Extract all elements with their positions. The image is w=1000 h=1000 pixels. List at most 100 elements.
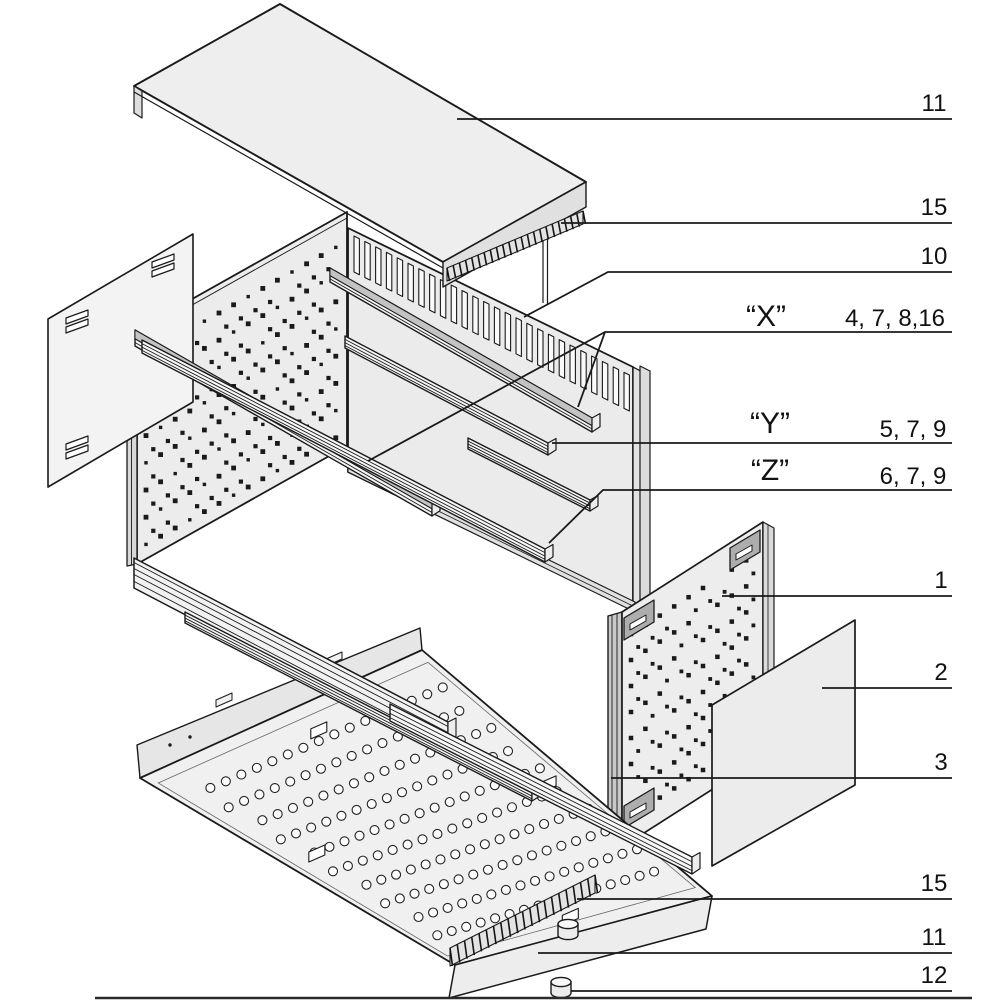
callout-side-panel-perforated: 1 — [722, 567, 952, 597]
perforation-hole — [700, 741, 706, 747]
perforation-hole — [628, 709, 634, 715]
panel-slot-pair — [65, 435, 89, 460]
leader-line — [523, 271, 952, 318]
perforation-hole — [245, 348, 251, 354]
edge-line — [133, 91, 444, 269]
perforation-hole — [158, 507, 163, 511]
rail-highlighted — [329, 267, 601, 433]
rivet-hole — [168, 743, 172, 747]
perforation-hole — [318, 389, 324, 394]
perforation-hole — [143, 487, 149, 493]
perforation-hole — [751, 623, 756, 628]
callout-label: 1 — [934, 567, 947, 594]
edge-line — [133, 562, 449, 727]
tray-perforation — [287, 802, 298, 813]
edge-line — [485, 929, 490, 948]
edge-line — [477, 254, 482, 269]
edge-line — [329, 278, 593, 430]
perforation-hole — [187, 408, 193, 414]
perforation-hole — [260, 286, 266, 291]
perforation-hole — [693, 660, 698, 665]
perforation-hole — [650, 661, 655, 666]
tray-perforation — [409, 753, 421, 764]
callout-label: 6, 7, 9 — [880, 463, 947, 490]
edge-line — [526, 234, 531, 248]
vent-slot — [450, 284, 458, 325]
perforation-hole — [297, 310, 302, 315]
tray-perforation — [479, 839, 490, 850]
perforation-hole — [715, 654, 720, 660]
tray-perforation — [553, 813, 564, 824]
tray-perforation — [462, 818, 473, 829]
tray-perforation — [409, 888, 420, 899]
tray-perforation — [414, 808, 425, 819]
perforation-hole — [224, 324, 229, 329]
tray-perforation — [333, 784, 344, 795]
tray-perforation — [515, 880, 526, 891]
perforation-hole — [282, 346, 287, 351]
perforation-hole — [246, 376, 250, 380]
tray-perforation — [405, 864, 416, 875]
perforation-hole — [180, 430, 185, 435]
callout-horizontal-rails-z: 6, 7, 9“Z” — [548, 454, 952, 544]
perforation-hole — [304, 370, 309, 375]
perforation-hole — [657, 639, 663, 644]
perforation-hole — [289, 324, 295, 329]
rail-profile — [389, 703, 701, 875]
tray-perforation — [369, 825, 380, 836]
perforation-hole — [643, 674, 648, 680]
edge-line — [141, 350, 546, 560]
edge-line — [586, 878, 592, 897]
perforation-hole — [679, 773, 684, 778]
edge-line — [543, 900, 548, 919]
panel-slot — [65, 444, 89, 460]
perforation-hole — [679, 747, 684, 752]
perforation-hole — [297, 392, 302, 397]
callout-emc-gasket-top: 15 — [561, 194, 952, 224]
perforation-hole — [231, 411, 236, 416]
tray-perforation — [361, 879, 372, 890]
callout-label: “Y” — [750, 407, 790, 440]
tray-perforation — [413, 911, 424, 923]
tray-perforation — [348, 778, 360, 789]
callout-top-cover: 11 — [457, 90, 952, 120]
edge-line — [565, 889, 570, 908]
edge-line — [458, 262, 463, 276]
tray-perforation — [315, 763, 327, 774]
perforation-hole — [151, 501, 156, 506]
edge-line — [446, 267, 451, 282]
loose-rails — [133, 557, 701, 875]
perforation-hole — [275, 277, 280, 283]
perforation-hole — [650, 635, 655, 640]
vent-slot — [418, 268, 425, 308]
rail-profile — [344, 335, 557, 456]
perforation-hole — [275, 387, 280, 391]
perforation-hole — [144, 461, 148, 465]
perforation-hole — [158, 425, 163, 430]
perforation-hole — [297, 446, 302, 451]
perforation-hole — [636, 671, 641, 675]
perforation-hole — [326, 348, 331, 353]
perforation-hole — [275, 332, 280, 337]
perforation-hole — [187, 490, 193, 495]
perforation-hole — [224, 460, 229, 465]
perforation-hole — [238, 316, 243, 321]
perforation-hole — [729, 671, 735, 676]
perforation-hole — [318, 253, 324, 258]
edge-line — [467, 443, 591, 507]
perforation-hole — [217, 365, 221, 370]
callout-label: “X” — [746, 300, 786, 333]
tray-perforation — [377, 737, 388, 749]
perforation-hole — [686, 750, 691, 756]
tray-perforation — [570, 835, 582, 847]
perforation-hole — [751, 571, 756, 576]
perforation-hole — [216, 337, 222, 343]
perforation-hole — [693, 634, 698, 639]
edge-line — [489, 249, 494, 264]
perforation-hole — [311, 302, 316, 307]
edge-line — [521, 911, 526, 930]
edge-line — [557, 893, 563, 912]
perforation-hole — [289, 378, 295, 384]
perforation-hole — [151, 474, 156, 479]
